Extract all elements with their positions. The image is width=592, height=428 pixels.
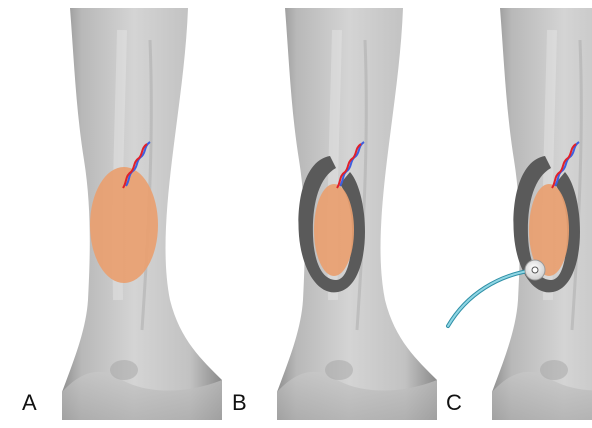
muscle-flap-b <box>314 184 354 276</box>
panel-label-c: C <box>446 390 462 415</box>
panel-c: C <box>446 8 592 420</box>
panel-label-b: B <box>232 390 247 415</box>
panel-label-a: A <box>22 390 37 415</box>
panel-a: A <box>22 8 222 420</box>
panel-b: B <box>232 8 437 420</box>
